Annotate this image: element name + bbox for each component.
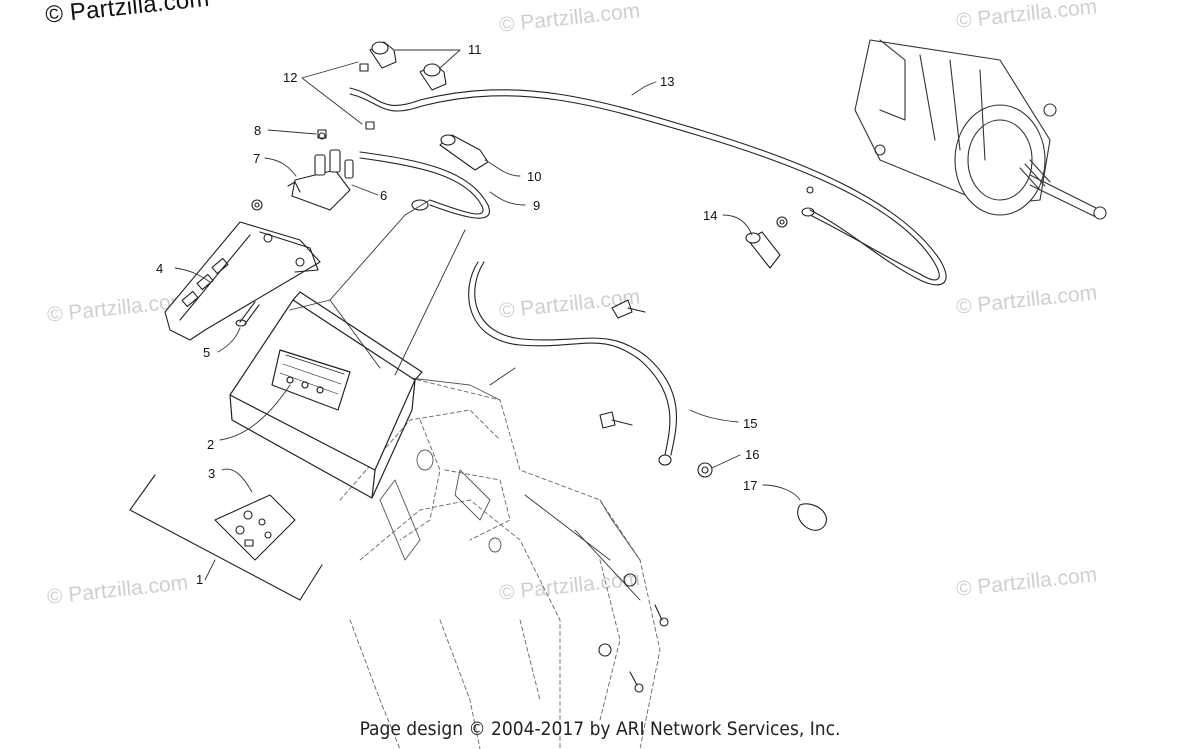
callout-2: 2 bbox=[207, 437, 214, 452]
callout-16: 16 bbox=[745, 447, 759, 462]
callout-14: 14 bbox=[703, 208, 717, 223]
nut-top bbox=[251, 199, 263, 211]
cables bbox=[349, 87, 947, 466]
callout-6: 6 bbox=[380, 188, 387, 203]
battery-bracket bbox=[164, 221, 321, 341]
callout-4: 4 bbox=[156, 261, 163, 276]
starter-motor bbox=[854, 39, 1107, 220]
terminal-boots bbox=[359, 41, 814, 269]
callout-9: 9 bbox=[533, 198, 540, 213]
footer-copyright: Page design © 2004-2017 by ARI Network S… bbox=[359, 718, 841, 740]
callout-10: 10 bbox=[527, 169, 541, 184]
callout-labels: 1 2 3 4 5 6 7 8 9 10 11 12 13 14 15 16 1… bbox=[156, 42, 759, 587]
battery bbox=[229, 291, 423, 499]
callout-15: 15 bbox=[743, 416, 757, 431]
callout-1: 1 bbox=[196, 572, 203, 587]
callout-17: 17 bbox=[743, 478, 757, 493]
callout-3: 3 bbox=[208, 466, 215, 481]
chassis-solid bbox=[379, 377, 641, 561]
callout-7: 7 bbox=[253, 151, 260, 166]
hardware-kit bbox=[129, 474, 323, 601]
callout-8: 8 bbox=[254, 123, 261, 138]
callout-5: 5 bbox=[203, 345, 210, 360]
callout-13: 13 bbox=[660, 74, 674, 89]
ground-hardware bbox=[598, 299, 827, 693]
bolt bbox=[235, 301, 260, 327]
leader-lines bbox=[174, 49, 801, 601]
callout-12: 12 bbox=[283, 70, 297, 85]
callout-11: 11 bbox=[468, 42, 482, 57]
solenoid bbox=[287, 129, 354, 211]
